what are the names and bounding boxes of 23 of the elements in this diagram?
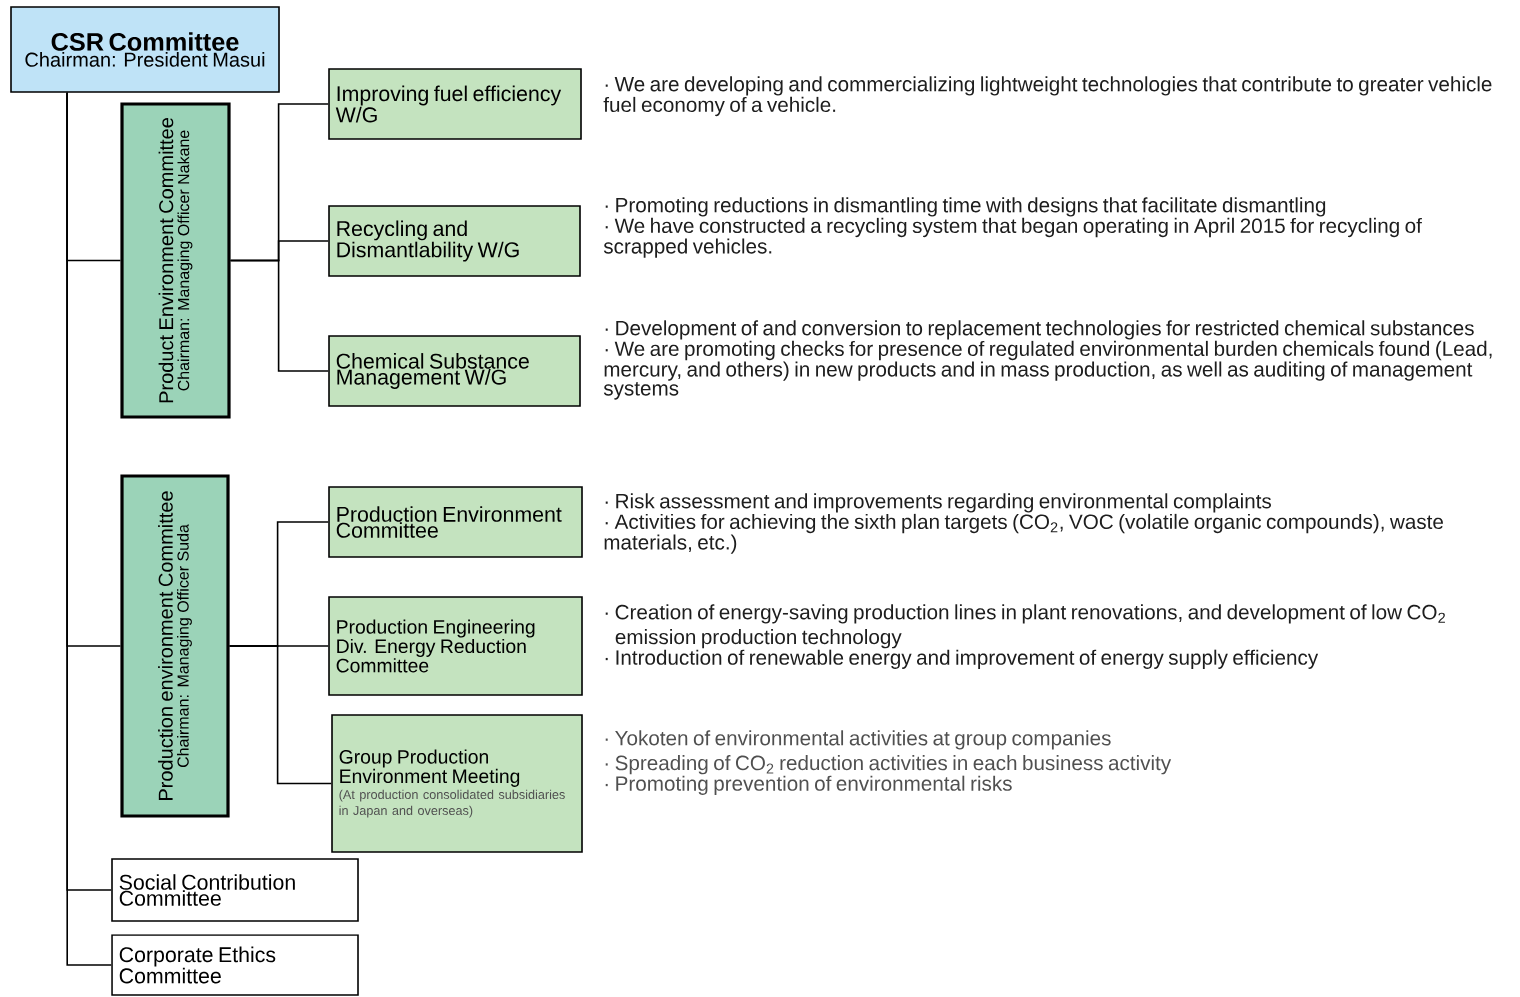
node-label: · Creation of energy-saving production lines in plant renovations, and development of low CO$_{2}$ emission production technology — [605, 604, 1445, 649]
committee-box: CSR Committee Chairman: President Masui — [10, 6, 280, 93]
bullet-list: · We are developing and commercializing lightweight technologies that contribute to greater vehicle fuel economy of a vehicle. — [603, 76, 1492, 117]
node-label: · Risk assessment and improvements regarding environmental complaints — [605, 493, 1272, 513]
committee-box: Product Environment Committee Chairman: Managing Officer Nakane — [120, 102, 231, 419]
bullet-list: · Development of and conversion to replacement technologies for restricted chemical substances · We are promoting checks for presence of regulated environmental burden chemicals found (Lead, mercury, and others) in new products and in mass production, as well as auditing of management systems — [603, 320, 1492, 400]
working-group-box: Recycling and Dismantlability W/G — [328, 205, 581, 277]
working-group-box: Group Production Environment Meeting (At production consolidated subsidiaries in Japan and overseas) — [331, 714, 583, 853]
committee-box: Social Contribution Committee — [111, 858, 359, 922]
working-group-box: Production Environment Committee — [328, 486, 583, 558]
bullet-list: · Risk assessment and improvements regarding environmental complaints · Activities for achieving the sixth plan targets (CO$_{2}$, VOC (volatile organic compounds), waste materials, etc.) — [604, 493, 1443, 554]
committee-box: Corporate Ethics Committee — [111, 934, 359, 996]
committee-box: Production environment Committee Chairman: Managing Officer Suda — [120, 474, 230, 818]
connector-line — [228, 645, 332, 785]
working-group-box: Improving fuel efficiency W/G — [328, 68, 582, 140]
working-group-box: Chemical Substance Management W/G — [328, 335, 581, 407]
connector-line — [229, 259, 329, 372]
node-label: · Introduction of renewable energy and improvement of energy supply efficiency — [605, 649, 1319, 669]
bullet-list: · Creation of energy-saving production lines in plant renovations, and development of low CO$_{2}$ emission production technology · Introduction of renewable energy and improvement of energy supply efficiency — [605, 604, 1445, 669]
bullet-list: · Promoting reductions in dismantling time with designs that facilitate dismantling · We have constructed a recycling system that began operating in April 2015 for recycling of scrapped vehicles. — [603, 197, 1422, 258]
working-group-box: Production Engineering Div. Energy Reduction Committee — [328, 596, 583, 696]
node-label: · Activities for achieving the sixth plan targets (CO$_{2}$, VOC (volatile organic compounds), waste materials, etc.) — [604, 513, 1443, 554]
bullet-list: · Yokoten of environmental activities at group companies · Spreading of CO$_{2}$ reduction activities in each business activity · Promoting prevention of environmental risks — [605, 730, 1172, 795]
